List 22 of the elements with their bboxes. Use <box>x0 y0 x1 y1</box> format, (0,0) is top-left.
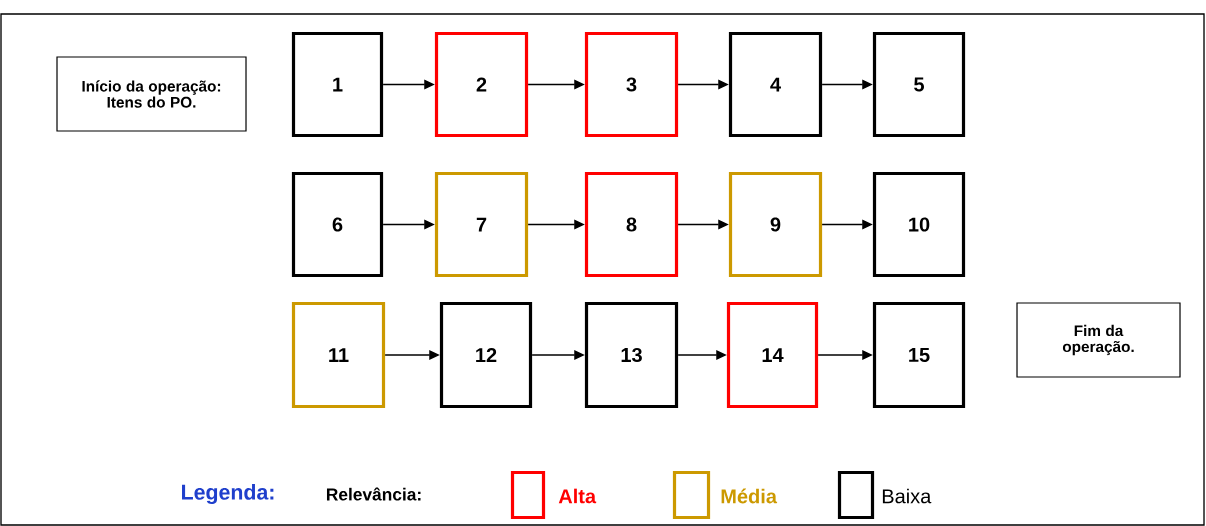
step-box: 5 <box>872 31 966 138</box>
legend-label: Média <box>721 488 778 504</box>
step-box: 4 <box>728 31 823 138</box>
step-box: 11 <box>291 301 386 409</box>
text-box: Início da operação: Itens do PO. <box>56 56 247 132</box>
step-box: 1 <box>291 31 384 138</box>
step-box: 9 <box>728 171 823 278</box>
legend-label: Alta <box>558 488 597 504</box>
step-box: 6 <box>291 171 384 278</box>
step-box: 7 <box>434 171 529 278</box>
step-box: 12 <box>439 301 533 409</box>
step-box: 3 <box>584 31 679 138</box>
legend-caption: Relevância: <box>327 487 421 501</box>
step-box: 10 <box>872 171 966 278</box>
step-box: 2 <box>434 31 529 138</box>
step-box: 14 <box>726 301 819 409</box>
text-box: Fim da operação. <box>1016 302 1181 378</box>
legend-label: Baixa <box>882 488 932 504</box>
step-box: 8 <box>584 171 679 278</box>
step-box: 13 <box>584 301 679 409</box>
step-box: 15 <box>872 301 966 409</box>
legend-heading: Legenda: <box>182 484 274 504</box>
